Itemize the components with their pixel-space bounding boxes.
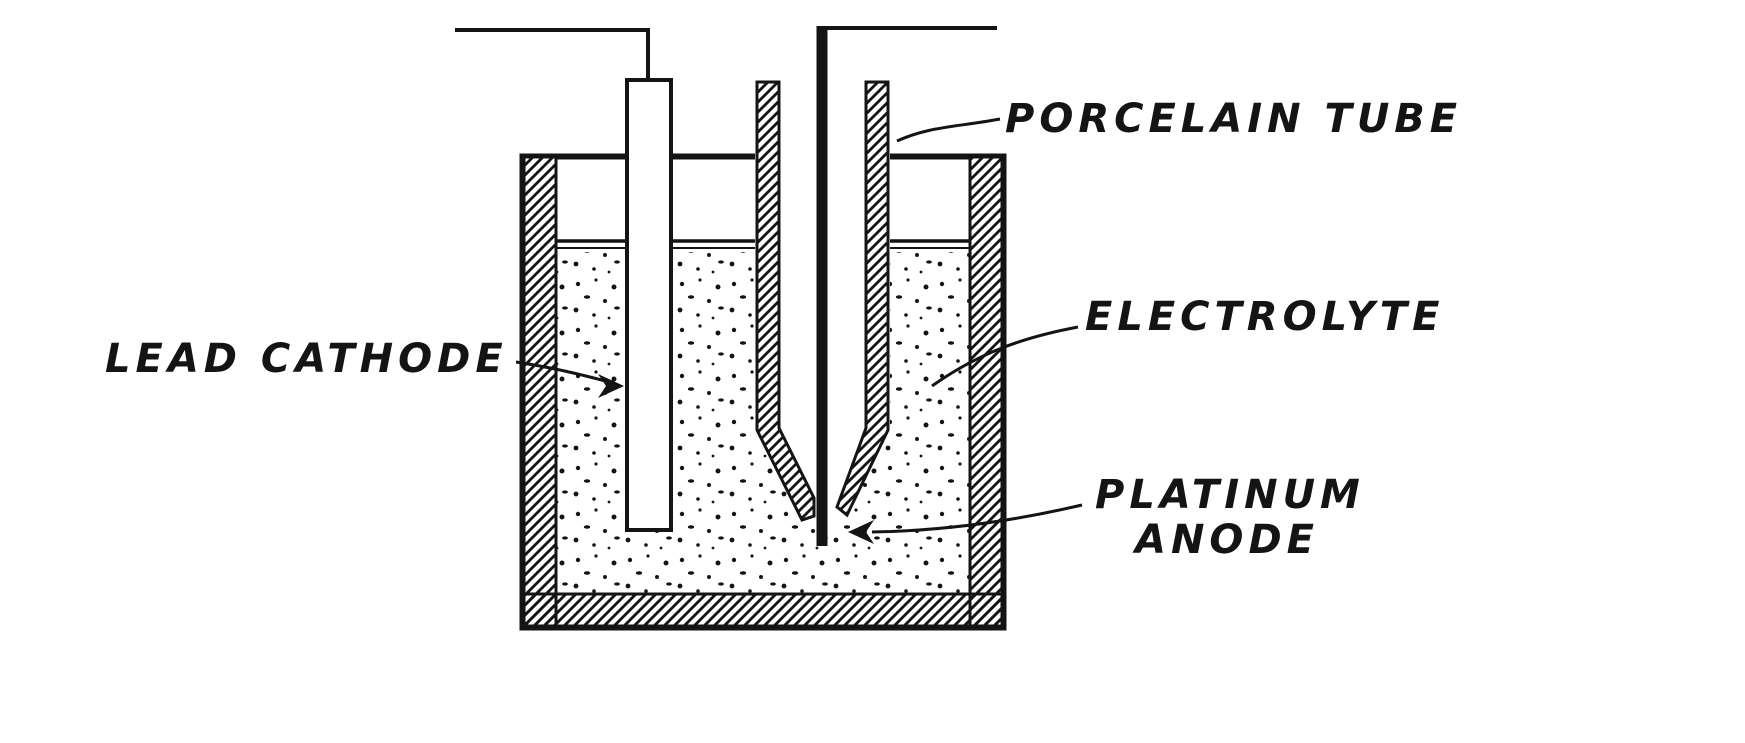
platinum-anode-leader-line (871, 503, 1083, 534)
lead-cathode-rod (625, 78, 673, 532)
vessel-right-wall (968, 154, 1004, 628)
labels: PORCELAIN TUBE ELECTROLYTE LEAD CATHODE … (105, 96, 1462, 563)
porcelain-tube-left-wall (755, 80, 816, 522)
lead-cathode-label: LEAD CATHODE (105, 336, 508, 382)
vessel-bottom-wall (522, 592, 1004, 628)
platinum-label: PLATINUM (1095, 472, 1365, 518)
circuit-wires (455, 26, 997, 82)
anode-label: ANODE (1132, 517, 1319, 563)
electrolyte-leader-line (931, 325, 1079, 388)
lead-cathode-arrowhead-icon (598, 374, 624, 398)
leader-lines (515, 117, 1083, 544)
porcelain-tube-right-wall (835, 80, 890, 518)
platinum-anode-arrowhead-icon (848, 520, 874, 544)
porcelain-tube-leader-line (896, 117, 1001, 143)
vessel-left-wall (522, 154, 558, 628)
electrolyte-label: ELECTROLYTE (1085, 294, 1444, 340)
porcelain-tube-label: PORCELAIN TUBE (1005, 96, 1462, 142)
